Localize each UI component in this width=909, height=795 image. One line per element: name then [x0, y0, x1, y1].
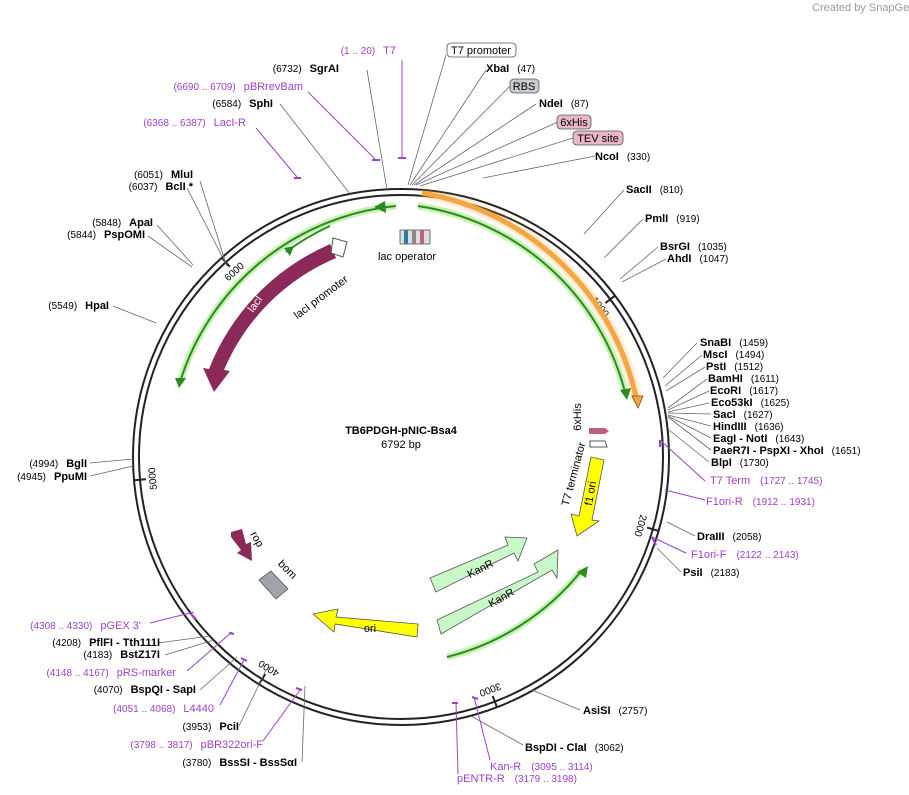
primer-label: (6690 .. 6709)pBRrevBam [173, 81, 303, 93]
sixhis-inner-label: 6xHis [572, 403, 584, 431]
enzyme-label: (6732)SgrAI [273, 63, 339, 75]
enzyme-label: AhdI(1047) [667, 253, 728, 265]
green-arrow-inner-left [284, 225, 331, 256]
enzyme-label: SacII(810) [626, 184, 683, 196]
enzyme-label: PstI(1512) [706, 361, 763, 373]
backbone [132, 188, 670, 726]
primer-label: T7 Term(1727 .. 1745) [710, 475, 822, 487]
tick-mark [491, 695, 498, 708]
lacI-promoter-label: lacI promoter [292, 273, 351, 321]
tick-label: 4000 [257, 657, 282, 678]
enzyme-label: NdeI(87) [539, 98, 589, 110]
enzyme-label: BsrGI(1035) [660, 241, 727, 253]
enzyme-label: (4208)PflFI - Tth111I [52, 637, 160, 649]
sixhis-box-label: 6xHis [560, 117, 588, 129]
orange-feature-arc [421, 188, 644, 409]
primer-label: F1ori-R(1912 .. 1931) [706, 496, 815, 508]
plasmid-title: TB6PDGH-pNIC-Bsa4 [345, 425, 458, 437]
lac-operator-box [399, 229, 431, 245]
green-arrow-top-left [175, 201, 397, 388]
t7-promoter-label: T7 promoter [451, 45, 511, 57]
enzyme-label: DraIII(2058) [697, 531, 761, 543]
enzyme-label: (4183)BstZ17I [83, 649, 160, 661]
kanR-arrow-2: KanR [436, 549, 559, 635]
enzyme-label: EagI - NotI(1643) [713, 433, 804, 445]
enzyme-label: BamHI(1611) [708, 373, 779, 385]
f1-ori-arrow: f1 ori [570, 456, 605, 537]
enzyme-label: PsiI(2183) [683, 567, 739, 579]
enzyme-label: XbaI(47) [486, 63, 535, 75]
enzyme-label: NcoI(330) [595, 151, 650, 163]
sixhis-inner-feature [589, 428, 609, 448]
enzyme-label: (4070)BspQI - SapI [94, 684, 196, 696]
primer-label: (4308 .. 4330)pGEX 3' [30, 620, 141, 632]
primer-labels: (1 .. 20)T7 (6690 .. 6709)pBRrevBam (6368 … [30, 45, 822, 785]
tick-mark [646, 526, 659, 532]
enzyme-label: SnaBI(1459) [700, 337, 768, 349]
ori-arrow: ori [312, 608, 419, 638]
enzyme-label: (4945)PpuMI [17, 471, 87, 483]
enzyme-label: (6051)MluI [134, 169, 193, 181]
enzyme-label: PmlI(919) [645, 213, 700, 225]
enzyme-label: MscI(1494) [703, 349, 764, 361]
rop-arrow [231, 529, 252, 561]
enzyme-label: (5549)HpaI [48, 300, 109, 312]
enzyme-label: (6037)BclI * [129, 181, 194, 193]
primer-leaders [149, 60, 706, 775]
enzyme-label: PaeR7I - PspXI - XhoI(1651) [713, 445, 861, 457]
tick-label: 3000 [477, 680, 502, 698]
enzyme-label: (5848)ApaI [92, 217, 153, 229]
tick-mark [133, 478, 147, 482]
lac-operator-label: lac operator [378, 251, 436, 263]
primer-label: Kan-R(3095 .. 3114) [490, 761, 593, 773]
bom-label: bom [275, 558, 299, 582]
green-arrow-right [417, 202, 631, 400]
boxed-feature-labels: T7 promoter RBS 6xHis TEV site [446, 42, 624, 146]
tick-mark [604, 294, 616, 304]
tick-label: 2000 [631, 513, 648, 538]
enzyme-label: Eco53kI(1625) [711, 397, 790, 409]
credit-text: Created by SnapGene [812, 2, 909, 14]
primer-label: (4051 .. 4068)L4440 [113, 703, 214, 715]
enzyme-label: SacI(1627) [713, 409, 773, 421]
enzyme-label: (3780)BssSI - BssSαI [182, 757, 297, 769]
enzyme-label: (5844)PspOMI [67, 229, 145, 241]
primer-label: F1ori-F(2122 .. 2143) [691, 549, 799, 561]
plasmid-length: 6792 bp [381, 439, 421, 451]
enzyme-label: BlpI(1730) [711, 457, 769, 469]
bom-box [258, 570, 289, 600]
enzyme-labels-left: (6732)SgrAI (6584)SphI (6051)MluI(6037)Bcl… [17, 63, 339, 769]
tev-site-label: TEV site [577, 133, 619, 145]
primer-label: (1 .. 20)T7 [341, 45, 396, 57]
enzyme-label: HindIII(1636) [713, 421, 784, 433]
enzyme-labels-right: XbaI(47) NdeI(87) NcoI(330) SacII(810) PmlI(… [486, 63, 861, 754]
ori-label: ori [364, 623, 376, 635]
enzyme-label: (6584)SphI [212, 98, 273, 110]
rbs-label: RBS [513, 81, 536, 93]
green-arrow-bottom [446, 566, 588, 661]
primer-label: (3798 .. 3817)pBR322ori-F [130, 739, 263, 751]
leader-lines [89, 54, 712, 763]
primer-label: (4148 .. 4167)pRS-marker [46, 667, 176, 679]
enzyme-label: (4994)BglI [29, 458, 87, 470]
tick-label: 5000 [147, 467, 160, 491]
enzyme-label: EcoRI(1617) [710, 385, 778, 397]
enzyme-label: BspDI - ClaI(3062) [525, 742, 624, 754]
enzyme-label: (3953)PciI [183, 721, 239, 733]
enzyme-label: AsiSI(2757) [583, 705, 647, 717]
primer-label: (6368 .. 6387)LacI-R [143, 117, 246, 129]
f1-ori-label: f1 ori [583, 480, 599, 506]
primer-label: pENTR-R(3179 .. 3198) [457, 773, 577, 785]
